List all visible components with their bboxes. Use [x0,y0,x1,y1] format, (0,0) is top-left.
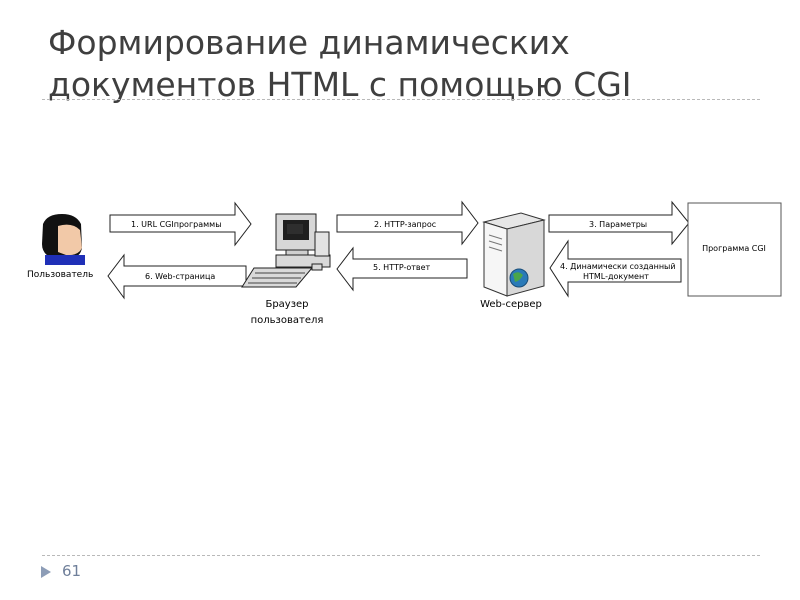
cgi-program-box: Программа CGI [687,202,782,297]
arrow-4-label-line-1: 4. Динамически созданный [560,262,676,271]
arrow-6-label: 6. Web-страница [145,272,215,281]
arrow-4-label-line-2: HTML-документ [583,272,649,281]
slide-title-line-2: документов HTML с помощью CGI [48,65,632,104]
slide-marker-icon [41,566,51,578]
arrow-6-webpage: 6. Web-страница [107,253,247,300]
user-icon [42,214,85,265]
arrow-4-html-document: 4. Динамически созданный HTML-документ [549,239,682,298]
arrow-2-label: 2. HTTP-запрос [374,220,436,229]
slide-number: 61 [62,562,82,580]
title-divider [42,99,760,100]
computer-icon [241,213,331,288]
arrow-5-label: 5. HTTP-ответ [373,263,431,272]
browser-label-line-2: пользователя [251,315,324,326]
arrow-1-url: 1. URL CGIпрограммы [109,201,252,247]
user-label: Пользователь [27,270,93,280]
arrow-3-label: 3. Параметры [589,220,647,229]
cgi-program-label: Программа CGI [702,244,766,253]
footer-divider [42,555,760,556]
arrow-3-parameters: 3. Параметры [548,200,690,246]
server-icon [482,212,546,297]
slide-title: Формирование динамических документов HTM… [48,22,768,106]
browser-label-line-1: Браузер [265,299,308,310]
arrow-1-label: 1. URL CGIпрограммы [131,220,222,229]
arrow-5-http-response: 5. HTTP-ответ [336,246,468,292]
arrow-2-http-request: 2. HTTP-запрос [336,200,479,246]
slide-title-line-1: Формирование динамических [48,23,570,62]
server-label: Web-сервер [480,299,542,310]
